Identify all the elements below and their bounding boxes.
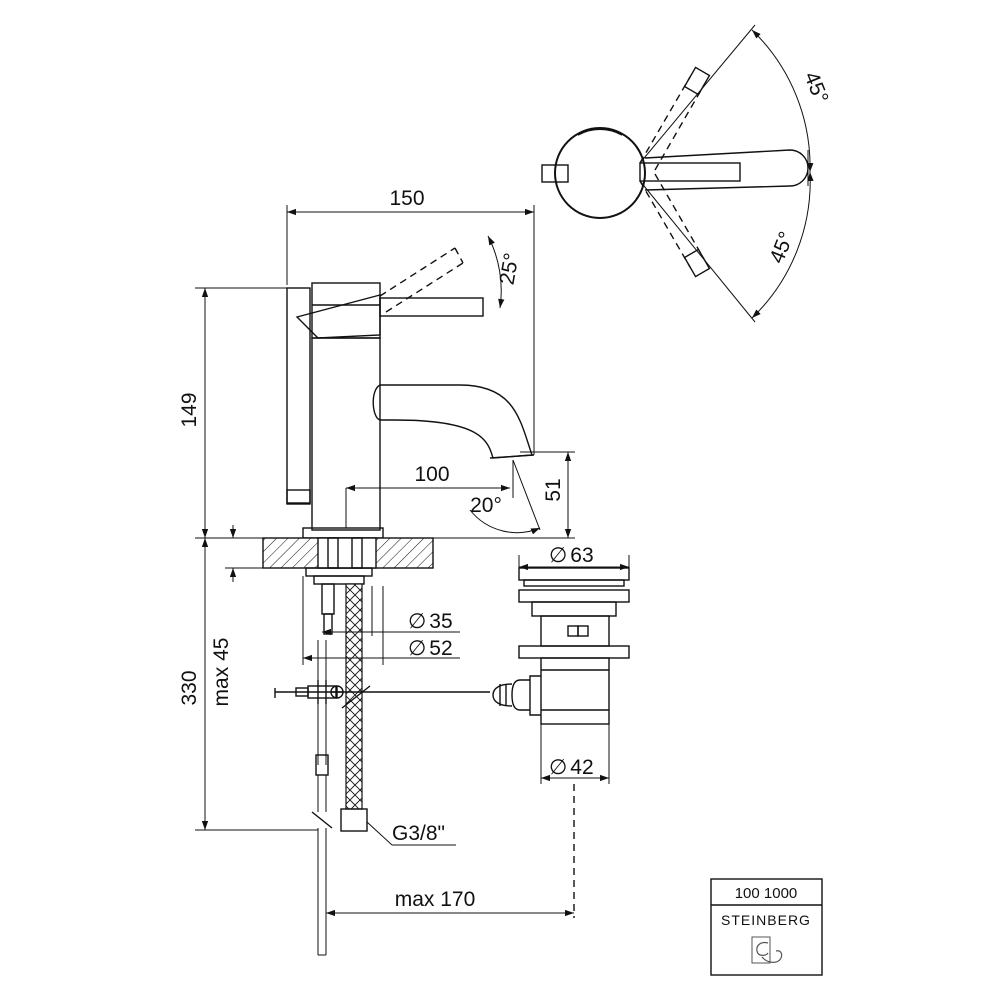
max-170-label: max 170 bbox=[395, 888, 476, 911]
faucet-top-view: 45° 45° bbox=[541, 24, 833, 323]
dia-35-label: ∅35 bbox=[408, 610, 453, 633]
spout-100-label: 100 bbox=[414, 463, 449, 486]
angle-20-label: 20° bbox=[470, 494, 502, 517]
lever-rod bbox=[286, 287, 311, 504]
handle-rotated-left bbox=[639, 66, 711, 171]
angle-45-top-label: 45° bbox=[799, 69, 832, 107]
spout-51-label: 51 bbox=[542, 478, 565, 501]
handle-top bbox=[639, 162, 741, 182]
spout bbox=[380, 384, 533, 459]
mounting-nut bbox=[305, 567, 373, 577]
body-column bbox=[311, 337, 381, 531]
handle-lever-raised bbox=[379, 247, 464, 313]
len-330-label: 330 bbox=[178, 670, 201, 705]
angle-45-bottom-label: 45° bbox=[765, 229, 798, 267]
width-150-label: 150 bbox=[389, 187, 424, 210]
waste-body bbox=[540, 657, 610, 725]
max-45-label: max 45 bbox=[210, 638, 233, 707]
dia-52-label: ∅52 bbox=[408, 637, 453, 660]
hose-nut bbox=[340, 808, 368, 832]
height-149-label: 149 bbox=[178, 392, 201, 427]
pop-up-waste bbox=[492, 567, 630, 725]
braided-hose bbox=[345, 583, 363, 810]
article-number: 100 1000 bbox=[735, 885, 798, 902]
dia-42-label: ∅42 bbox=[549, 756, 594, 779]
faucet-logo-icon bbox=[751, 936, 783, 964]
brand-name: STEINBERG bbox=[721, 912, 811, 928]
dia-63-label: ∅63 bbox=[549, 544, 594, 567]
title-block: 100 1000 STEINBERG bbox=[710, 878, 823, 976]
thread-label: G3/8" bbox=[392, 822, 445, 845]
dimension-lines: 150 149 25° 100 20° 51 max 45 330 bbox=[178, 187, 630, 918]
angle-25-label: 25° bbox=[496, 251, 524, 286]
handle-lever bbox=[379, 297, 484, 317]
faucet-side-view bbox=[286, 247, 535, 539]
waste-thread bbox=[540, 615, 610, 647]
spout-top bbox=[644, 149, 809, 191]
waste-plug bbox=[518, 567, 630, 581]
body-top-circle bbox=[554, 127, 646, 219]
installation-section bbox=[262, 537, 490, 956]
